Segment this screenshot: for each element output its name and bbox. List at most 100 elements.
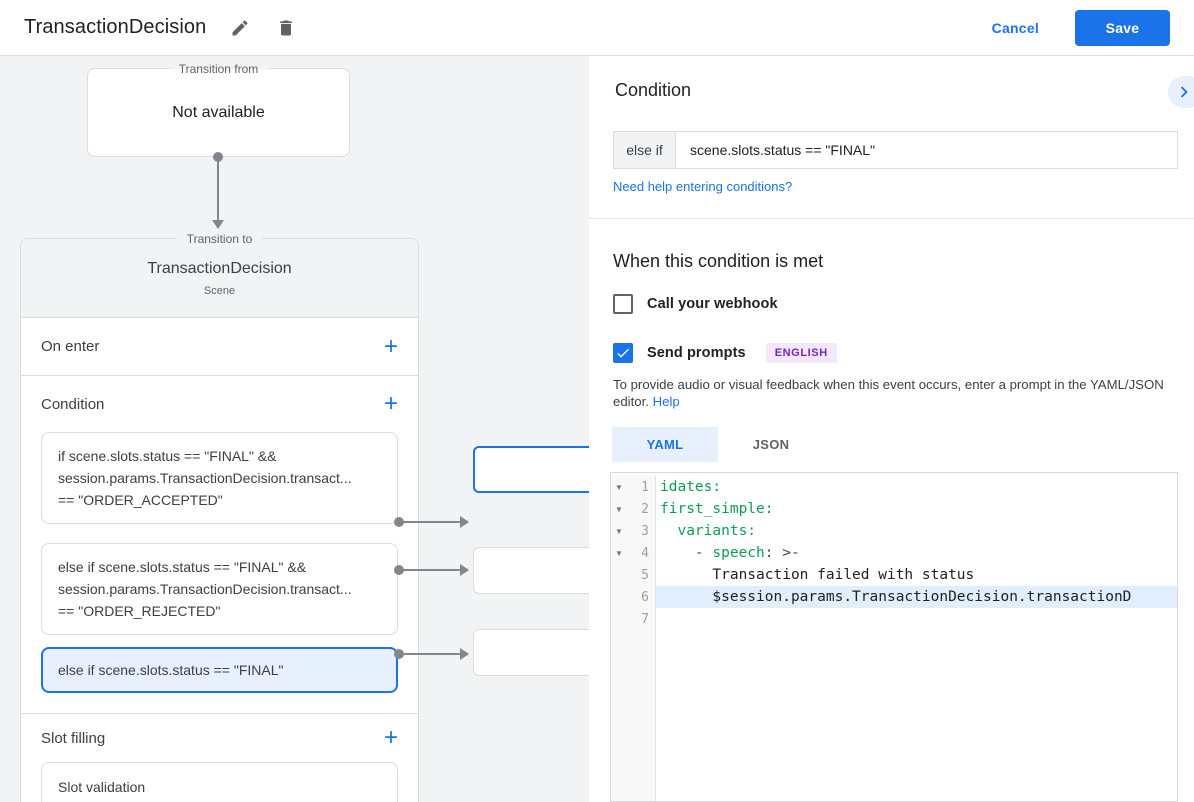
add-slot-button[interactable]: + [383, 724, 398, 751]
condition-card[interactable]: else if scene.slots.status == "FINAL" &&… [41, 543, 398, 635]
flow-canvas: Transition from Not available Transition… [0, 56, 589, 802]
help-link[interactable]: Help [652, 394, 680, 409]
tab-json[interactable]: JSON [752, 437, 790, 452]
line-number: 4 [641, 545, 649, 561]
condition-card-line: if scene.slots.status == "FINAL" && [58, 448, 277, 464]
line-gutter[interactable]: 6 [611, 586, 656, 608]
connector-dot [394, 649, 404, 659]
triangle-down-icon[interactable]: ▼ [615, 482, 623, 492]
code-line: 6 $session.params.TransactionDecision.tr… [611, 586, 1177, 608]
add-on-enter-button[interactable]: + [383, 332, 398, 360]
editor-tabs: YAML JSON [612, 427, 824, 462]
line-gutter[interactable]: ▼1 [611, 476, 656, 498]
add-condition-button[interactable]: + [383, 390, 398, 417]
condition-heading: Condition [615, 80, 692, 100]
line-gutter[interactable]: ▼2 [611, 498, 656, 520]
divider [21, 713, 418, 714]
arrow-right-icon [460, 516, 469, 528]
arrow-right-icon [460, 564, 469, 576]
line-number: 5 [641, 567, 649, 583]
language-badge: ENGLISH [765, 343, 837, 363]
code-line: 7 [611, 608, 1177, 630]
divider [589, 218, 1194, 219]
line-number: 1 [641, 479, 649, 495]
triangle-down-icon[interactable]: ▼ [615, 504, 623, 514]
code-text [656, 608, 1177, 630]
condition-card[interactable]: if scene.slots.status == "FINAL" && sessi… [41, 432, 398, 524]
tab-yaml[interactable]: YAML [612, 427, 718, 462]
edit-title-button[interactable] [228, 16, 252, 40]
transition-from-legend: Transition from [168, 61, 269, 77]
line-gutter[interactable]: 5 [611, 564, 656, 586]
transition-target-box[interactable] [473, 446, 589, 493]
connector-dot [394, 517, 404, 527]
collapse-panel-button[interactable] [1168, 76, 1194, 108]
connector-line [402, 569, 460, 571]
condition-prefix: else if [614, 132, 676, 168]
condition-detail-panel: Condition else if Need help entering con… [589, 56, 1194, 802]
call-webhook-checkbox[interactable] [613, 294, 633, 314]
pencil-icon [232, 19, 248, 35]
trash-icon [280, 20, 293, 35]
chevron-right-icon [1180, 86, 1188, 98]
condition-card-line: session.params.TransactionDecision.trans… [58, 581, 352, 597]
code-text: $session.params.TransactionDecision.tran… [656, 586, 1177, 608]
call-webhook-label: Call your webhook [647, 296, 778, 312]
code-line: 5 Transaction failed with status [611, 564, 1177, 586]
condition-card-line: == "ORDER_REJECTED" [58, 603, 221, 619]
code-line: ▼3 variants: [611, 520, 1177, 542]
scene-subtitle: Scene [203, 284, 236, 297]
prompt-helper-text: To provide audio or visual feedback when… [613, 377, 1164, 409]
triangle-down-icon[interactable]: ▼ [615, 526, 623, 536]
condition-help-link[interactable]: Need help entering conditions? [613, 179, 793, 194]
scene-header: TransactionDecision Scene [21, 239, 418, 318]
delete-scene-button[interactable] [274, 16, 298, 40]
condition-section-header: Condition + [21, 376, 418, 432]
connector-dot [394, 565, 404, 575]
arrow-right-icon [460, 648, 469, 660]
when-condition-heading: When this condition is met [613, 251, 824, 271]
condition-card-line: session.params.TransactionDecision.trans… [58, 470, 352, 486]
app-bar: TransactionDecision Cancel Save [0, 0, 1194, 56]
condition-expression-input[interactable] [676, 132, 1177, 168]
triangle-down-icon[interactable]: ▼ [615, 548, 623, 558]
condition-card-line: else if scene.slots.status == "FINAL" [58, 662, 284, 678]
on-enter-label: On enter [41, 338, 100, 355]
connector-line [217, 157, 219, 220]
page-title: TransactionDecision [24, 16, 207, 38]
line-gutter[interactable]: ▼4 [611, 542, 656, 564]
line-number: 2 [641, 501, 649, 517]
line-number: 6 [641, 589, 649, 605]
webhook-row: Call your webhook [613, 294, 778, 314]
condition-input-row: else if [613, 131, 1178, 169]
transition-from-value: Not available [172, 103, 265, 121]
transition-to-legend: Transition to [176, 231, 263, 247]
condition-card[interactable]: else if scene.slots.status == "FINAL" [41, 647, 398, 693]
condition-section-label: Condition [41, 395, 105, 413]
transition-target-box[interactable] [473, 629, 589, 676]
send-prompts-row: Send prompts ENGLISH [613, 343, 837, 363]
connector-line [402, 521, 460, 523]
transition-target-box[interactable] [473, 547, 589, 594]
transition-to-box: Transition to TransactionDecision Scene … [20, 231, 419, 802]
slot-validation-card[interactable]: Slot validation [41, 762, 398, 802]
save-button[interactable]: Save [1075, 9, 1170, 46]
line-gutter[interactable]: 7 [611, 608, 656, 630]
condition-card-line: == "ORDER_ACCEPTED" [58, 492, 223, 508]
slot-filling-label: Slot filling [41, 729, 106, 747]
condition-card-line: else if scene.slots.status == "FINAL" && [58, 559, 307, 575]
connector-line [402, 653, 460, 655]
code-text: variants: [660, 523, 757, 539]
code-line: ▼4 - speech: >- [611, 542, 1177, 564]
arrow-down-icon [212, 220, 224, 229]
line-gutter[interactable]: ▼3 [611, 520, 656, 542]
send-prompts-checkbox[interactable] [613, 343, 633, 363]
cancel-button[interactable]: Cancel [991, 19, 1039, 36]
on-enter-section: On enter + [21, 318, 418, 376]
code-text: - speech: >- [660, 545, 800, 561]
slot-validation-label: Slot validation [58, 779, 146, 795]
code-text: idates: [660, 479, 722, 495]
